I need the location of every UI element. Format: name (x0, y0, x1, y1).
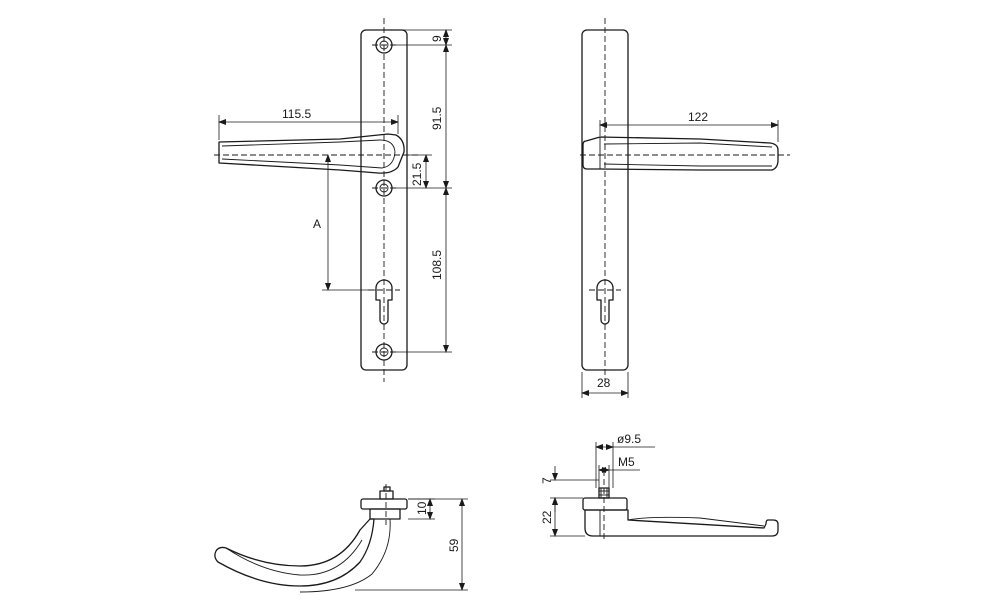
dim-profile-thread: M5 (618, 455, 635, 469)
back-cylinder-cutout (596, 279, 614, 325)
side-rose (360, 498, 408, 510)
back-handle-lever (582, 136, 779, 171)
front-view: 115.5 A 9 91.5 21.5 108.5 (214, 18, 452, 382)
side-curved-lever (214, 518, 375, 587)
dim-profile-spindle-length: 7 (540, 477, 554, 484)
front-handle-lever (218, 133, 405, 174)
side-view: 10 59 (214, 484, 468, 593)
dim-profile-spindle-diameter: ø9.5 (617, 432, 641, 446)
dim-front-screw-to-screw-upper: 91.5 (430, 106, 444, 130)
dim-back-plate-width: 28 (597, 376, 611, 390)
profile-rose (582, 497, 628, 511)
dim-front-screw-to-bottom: 108.5 (430, 250, 444, 280)
dim-profile-rose-height: 22 (540, 510, 554, 524)
dim-front-top-screw: 9 (430, 35, 444, 42)
profile-view: ø9.5 M5 7 22 (540, 432, 779, 540)
dim-front-handle-to-screw: 21.5 (410, 162, 424, 186)
dim-side-total-height: 59 (447, 538, 461, 552)
dim-front-backset: A (313, 217, 321, 231)
side-spindle (379, 490, 394, 500)
front-cylinder-cutout (375, 279, 393, 325)
back-view: 122 28 (580, 18, 790, 398)
dim-back-handle-length: 122 (688, 110, 708, 124)
profile-lever (584, 509, 779, 537)
dim-front-handle-length: 115.5 (282, 107, 311, 121)
dim-side-rose-height: 10 (415, 501, 429, 515)
